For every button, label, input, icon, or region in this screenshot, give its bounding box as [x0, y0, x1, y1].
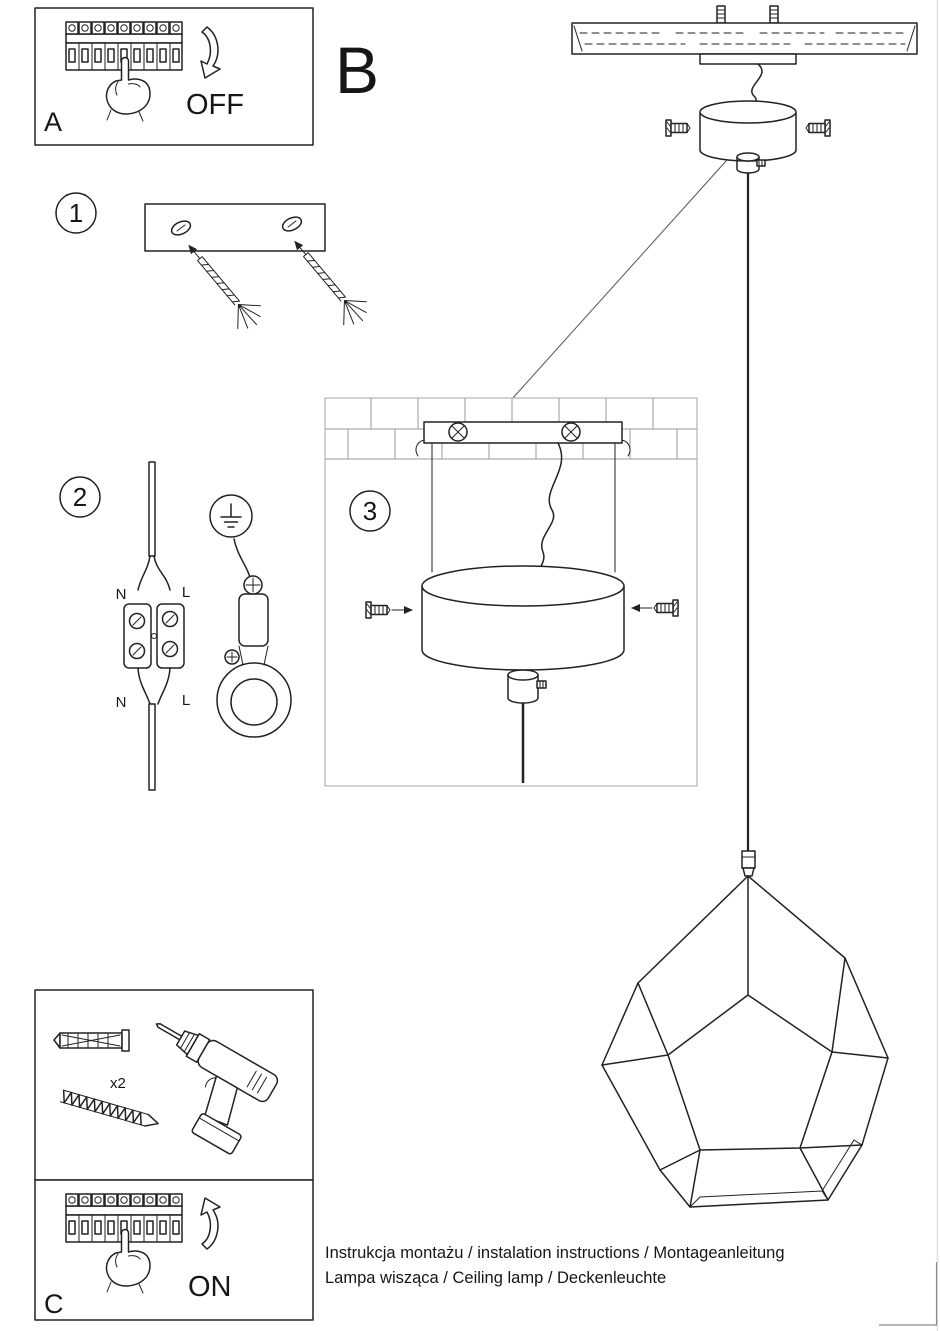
canopy [699, 100, 797, 162]
neutral-label-bottom: N [116, 694, 127, 711]
pendant-lamp-shade [601, 875, 889, 1208]
footer-line-2: Lampa wisząca / Ceiling lamp / Deckenleu… [325, 1269, 666, 1287]
mounting-strap [144, 203, 326, 252]
shade-bottom-rim [689, 1139, 863, 1208]
canopy-screw-right-icon [805, 119, 831, 137]
step-1-number: 1 [69, 198, 83, 228]
bracket-arms [431, 442, 616, 573]
mounting-bolt-left-icon [716, 5, 726, 24]
shade-facet-lines [601, 875, 889, 1208]
step-3-number: 3 [363, 496, 377, 526]
ground-symbol-icon [209, 494, 253, 538]
off-label: OFF [186, 89, 244, 121]
detail-canopy [421, 565, 625, 671]
detail-screw-left-icon [365, 601, 413, 619]
panel-a-label: A [44, 107, 62, 137]
step-3-canopy-detail: 3 [324, 397, 698, 787]
incoming-cable [148, 461, 156, 557]
page-corner-mark [879, 1262, 938, 1326]
footer-caption: Instrukcja montażu / instalation instruc… [325, 1244, 785, 1287]
section-label-b: B [335, 33, 379, 107]
drill-icon [155, 1023, 279, 1155]
detail-supply-wire [533, 442, 563, 581]
on-label: ON [188, 1271, 232, 1303]
detail-cable-grip [507, 669, 547, 704]
merging-conductors [137, 667, 171, 705]
wall-plug-icon [53, 1029, 130, 1052]
cable-grip [736, 152, 766, 174]
ceiling-plank [571, 22, 918, 55]
panel-c-label: C [44, 1289, 64, 1319]
outgoing-cable [148, 703, 156, 791]
detail-screw-right-icon [631, 599, 679, 617]
step-3-badge [349, 490, 391, 532]
screw-with-plug-right-icon [281, 230, 375, 333]
detail-callout-line [511, 159, 728, 400]
neutral-label-top: N [116, 586, 127, 603]
screw-icon [59, 1089, 159, 1127]
footer-line-1: Instrukcja montażu / instalation instruc… [325, 1244, 785, 1262]
split-conductors [137, 555, 171, 591]
plug-count-label: x2 [110, 1075, 126, 1092]
cord-connector [741, 850, 756, 877]
ground-clamp [216, 575, 292, 738]
step-1-badge [55, 192, 97, 234]
step-1-wall-plugs: 1 [55, 192, 375, 337]
step-2-badge [59, 476, 101, 518]
step-2-number: 2 [73, 482, 87, 512]
panel-power-on: ON C [34, 1179, 314, 1321]
mounting-bracket [699, 53, 797, 65]
panel-tools: x2 [34, 989, 314, 1181]
step-2-wiring: 2 N L N L [59, 461, 292, 791]
line-label-bottom: L [182, 692, 190, 709]
ceiling-assembly [511, 5, 918, 877]
terminal-block [123, 603, 185, 669]
canopy-screw-left-icon [665, 119, 691, 137]
panel-power-off: OFF A [34, 7, 314, 146]
mounting-bolt-right-icon [769, 5, 779, 24]
line-label-top: L [182, 584, 190, 601]
detail-bracket [415, 421, 631, 457]
strap-hole-left-icon [170, 220, 192, 236]
strap-hole-right-icon [281, 216, 303, 232]
